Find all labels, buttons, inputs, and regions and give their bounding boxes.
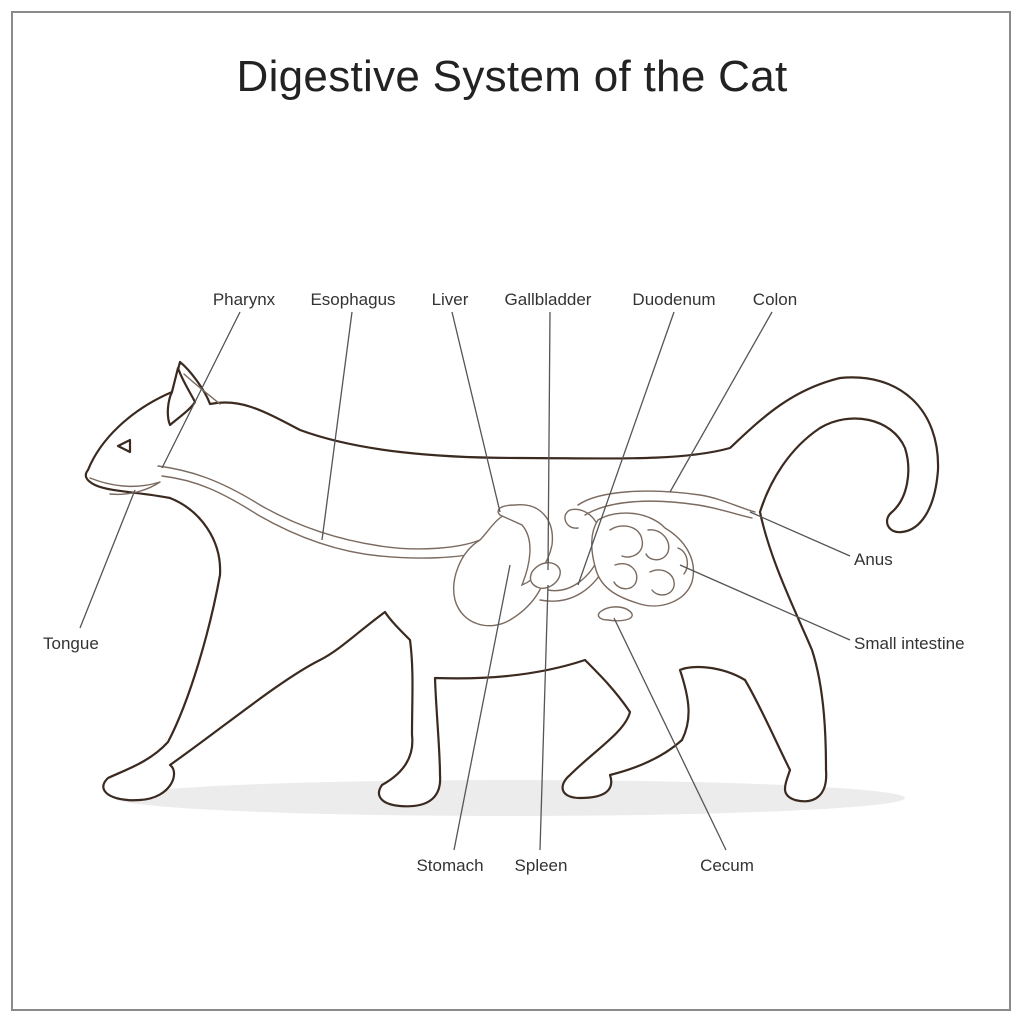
spleen-leader xyxy=(539,584,549,851)
cat-ear-inner xyxy=(183,373,221,405)
cat-mouth xyxy=(89,477,161,496)
stomach-leader xyxy=(453,564,511,851)
label-spleen: Spleen xyxy=(514,856,568,875)
diagram-title: Digestive System of the Cat xyxy=(236,52,788,101)
label-gallbladder: Gallbladder xyxy=(504,290,592,309)
esophagus-leader xyxy=(321,311,353,541)
cecum-leader xyxy=(613,617,727,851)
label-small-intestine: Small intestine xyxy=(854,634,965,653)
small-intestine-organ xyxy=(591,512,695,607)
label-liver: Liver xyxy=(431,290,469,309)
colon-leader xyxy=(669,311,773,493)
duodenum-leader xyxy=(577,311,675,586)
colon-organ xyxy=(577,490,756,513)
ground-shadow xyxy=(115,780,905,816)
anus-leader xyxy=(749,511,851,557)
label-colon: Colon xyxy=(752,290,798,309)
label-pharynx: Pharynx xyxy=(212,290,276,309)
label-duodenum: Duodenum xyxy=(632,290,716,309)
pharynx-leader xyxy=(161,311,241,469)
liver-leader xyxy=(451,311,501,513)
tongue-leader xyxy=(79,489,136,629)
label-esophagus: Esophagus xyxy=(310,290,396,309)
cat-eye xyxy=(116,438,132,454)
cat-ear xyxy=(166,366,197,427)
small-intestine-leader xyxy=(679,564,851,641)
label-cecum: Cecum xyxy=(700,856,754,875)
esophagus-tube xyxy=(157,465,481,550)
label-anus: Anus xyxy=(854,550,893,569)
cecum-organ xyxy=(597,606,633,622)
label-tongue: Tongue xyxy=(43,634,99,653)
label-stomach: Stomach xyxy=(416,856,484,875)
gallbladder-leader xyxy=(547,311,551,571)
